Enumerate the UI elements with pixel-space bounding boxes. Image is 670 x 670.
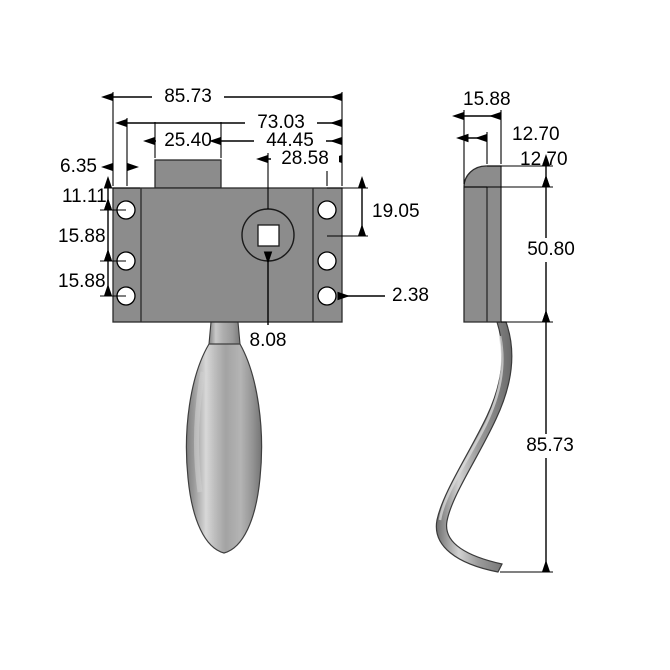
- dim-11-11-label: 11.11: [62, 186, 107, 207]
- dim-8-08-label: 8.08: [250, 330, 287, 351]
- dim-12-70-horiz-label: 12.70: [512, 124, 560, 145]
- dim-6-35-label: 6.35: [60, 156, 97, 177]
- hole-right-bottom: [317, 286, 337, 306]
- dim-85-73-tail-label: 85.73: [526, 435, 574, 456]
- handle-bulb: [185, 343, 263, 554]
- side-tail-highlight: [438, 335, 504, 521]
- center-square-hole: [257, 224, 280, 247]
- handle-highlight: [193, 371, 206, 493]
- dim-25-40-label: 25.40: [164, 130, 212, 151]
- label-bg-28-58: [271, 147, 339, 171]
- side-view-dimensions: 15.88 12.70 12.70 50.80 85.73: [452, 89, 586, 573]
- label-bg-85-73-top: [152, 85, 224, 109]
- dim-15-88-side-label: 15.88: [463, 89, 511, 110]
- dim-44-45-label: 44.45: [266, 130, 314, 151]
- handle-neck: [208, 321, 241, 345]
- dim-19-05-label: 19.05: [372, 201, 420, 222]
- dim-28-58-label: 28.58: [281, 148, 329, 169]
- main-plate: [112, 187, 343, 323]
- dim-85-73-top-label: 85.73: [164, 86, 212, 107]
- dim-15-88-lower-label: 15.88: [58, 271, 106, 292]
- hole-right-middle: [317, 251, 337, 271]
- side-body: [463, 165, 502, 323]
- dim-73-03-label: 73.03: [257, 112, 305, 133]
- label-bg-50-80: [516, 238, 586, 262]
- hole-right-top: [317, 200, 337, 220]
- top-tab: [154, 159, 222, 189]
- side-view: [435, 165, 513, 573]
- front-view: [112, 159, 343, 554]
- dim-15-88-upper-label: 15.88: [58, 226, 106, 247]
- dim-12-70-vert-label: 12.70: [520, 149, 568, 170]
- front-view-dimensions: 85.73 73.03 25.40 44.45 28.58 6.35 11.11…: [58, 85, 429, 351]
- dim-2-38-label: 2.38: [392, 285, 429, 306]
- dim-50-80-label: 50.80: [527, 239, 575, 260]
- label-bg-85-73-tail: [514, 434, 586, 458]
